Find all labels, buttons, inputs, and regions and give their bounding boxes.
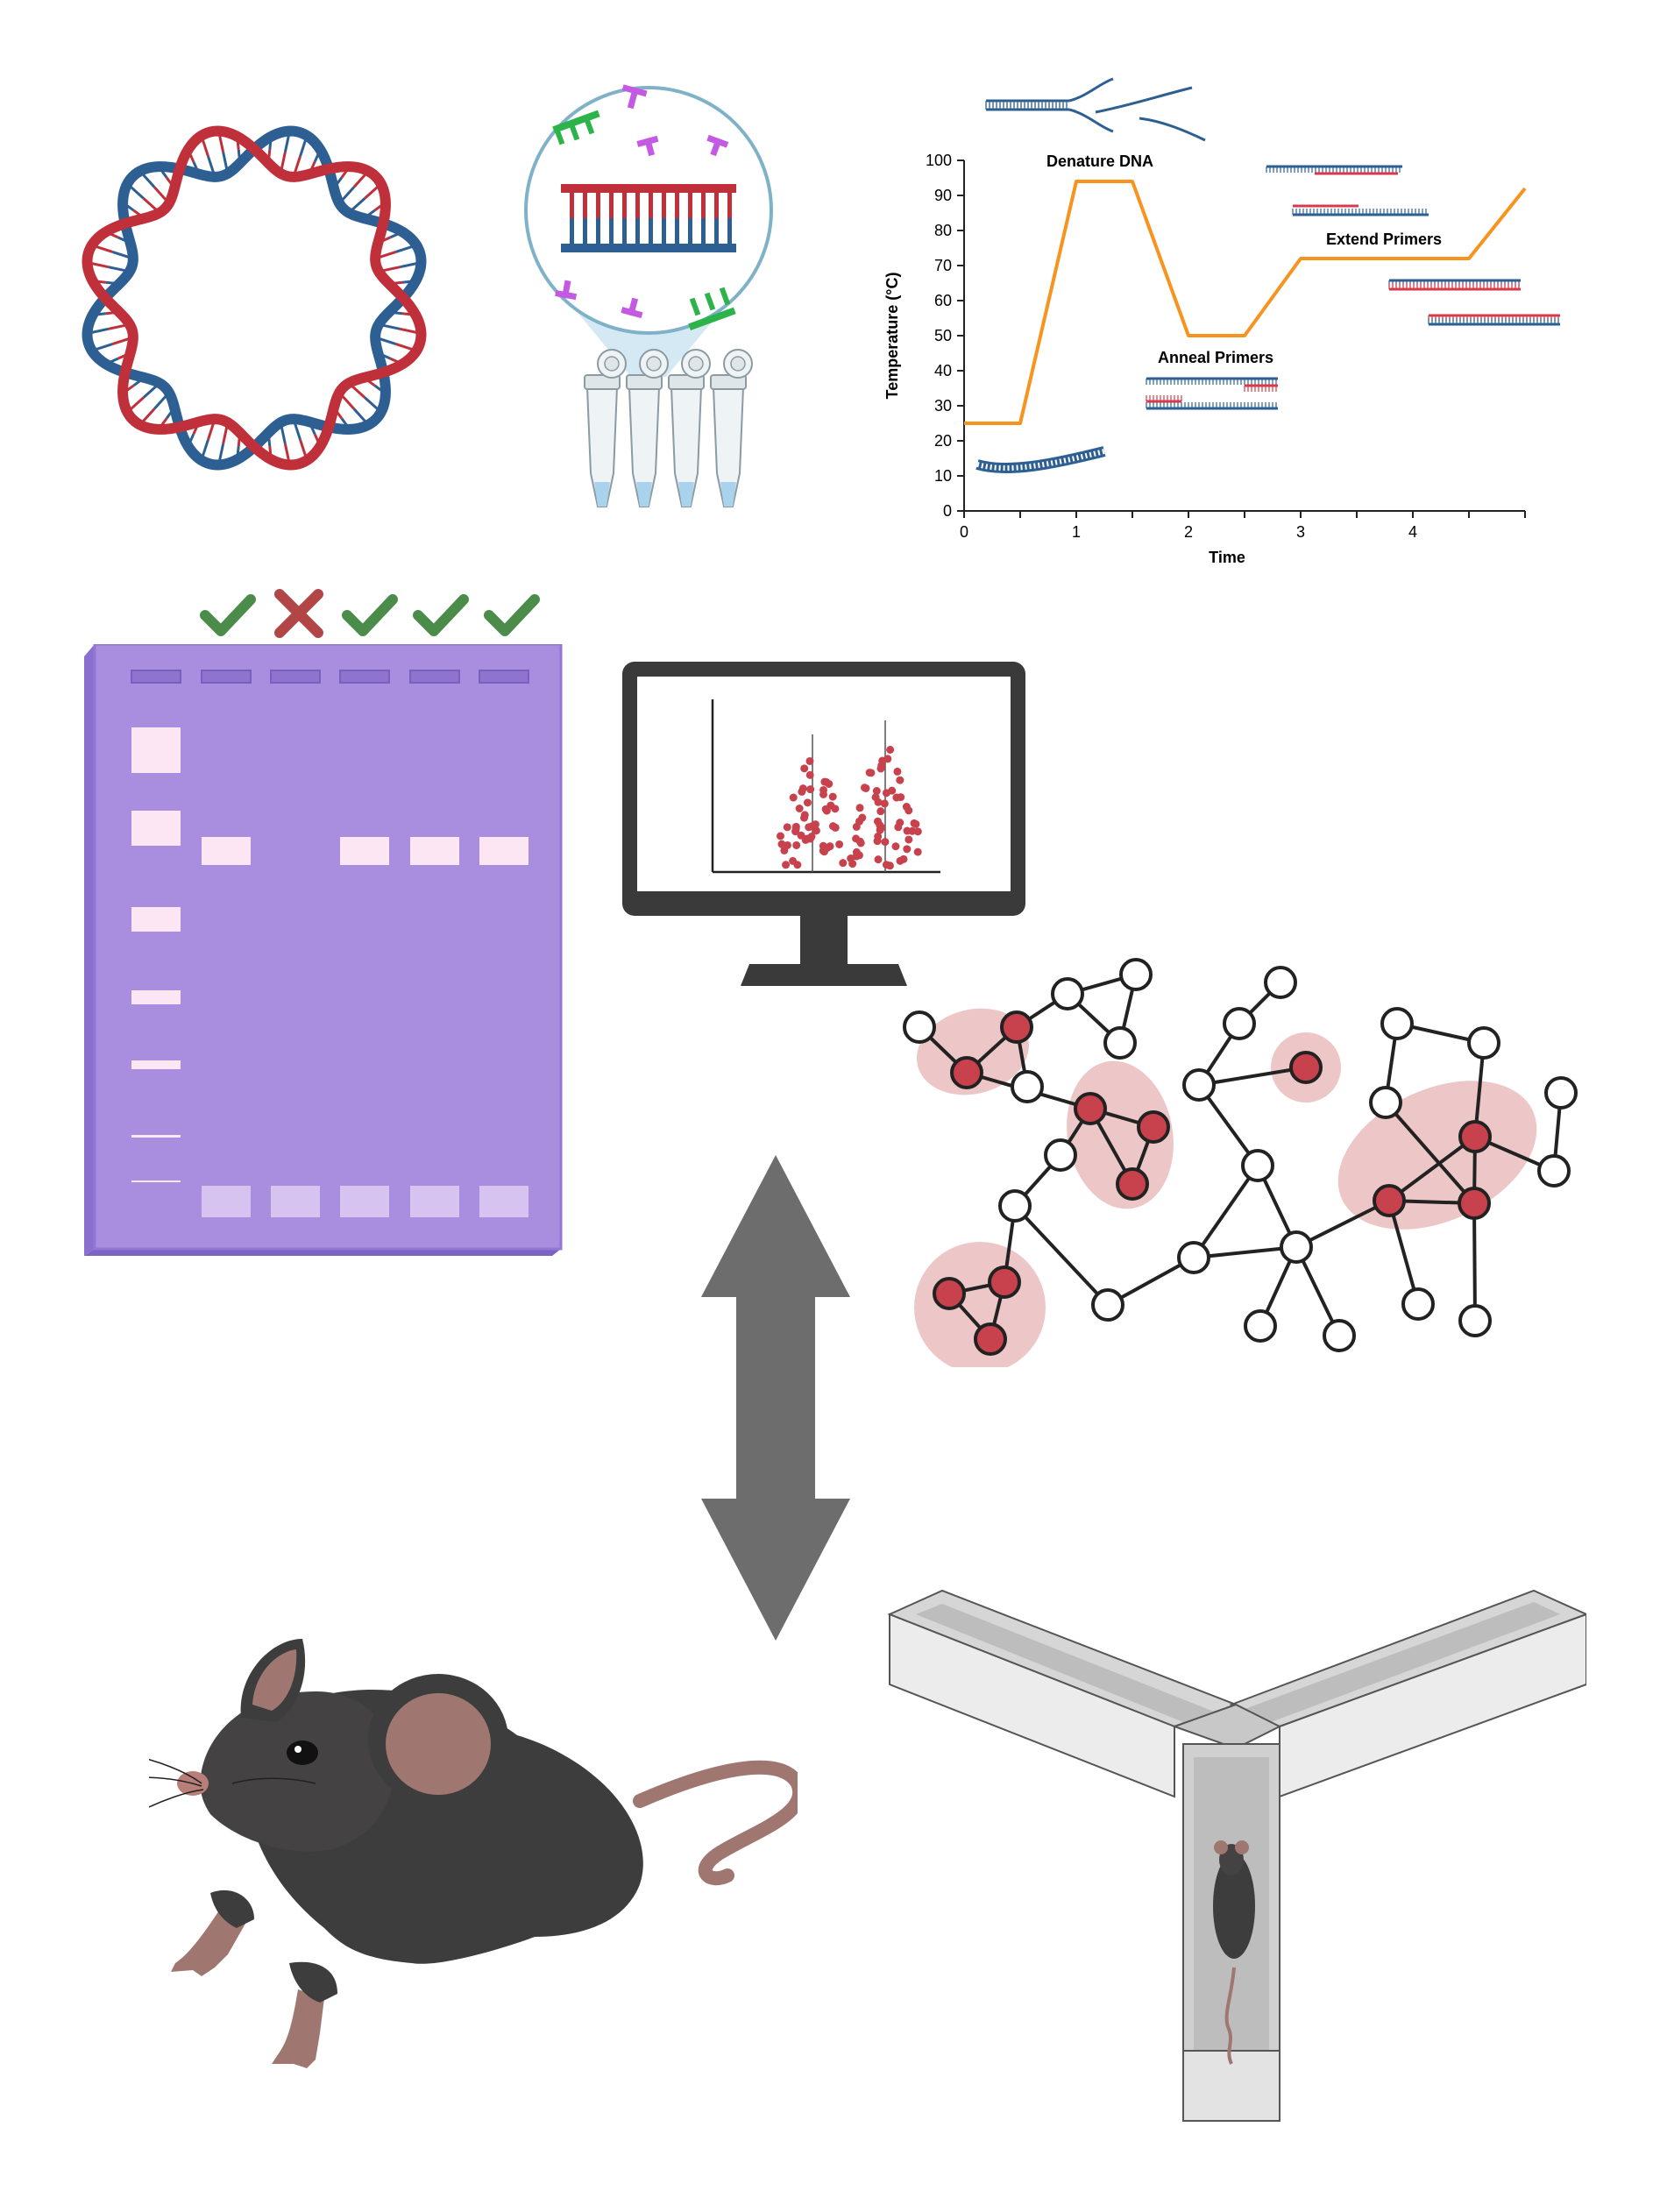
network-node (1264, 966, 1297, 999)
network-node (1401, 1287, 1435, 1321)
scatter-dots (776, 745, 922, 870)
network-node (988, 1266, 1021, 1299)
x-tick-label: 2 (1184, 523, 1193, 541)
network-node (1074, 1092, 1107, 1125)
network-node (1177, 1241, 1210, 1274)
gel-electrophoresis-icon (84, 644, 563, 1256)
y-tick-label: 100 (926, 152, 952, 169)
primer-dimer-band (271, 1186, 320, 1217)
primer-dimer-band (410, 1186, 459, 1217)
network-node (903, 1010, 936, 1044)
cross-icon (274, 589, 323, 638)
annotation-extend: Extend Primers (1326, 230, 1442, 248)
sample-band (479, 837, 529, 865)
y-tick-label: 60 (934, 292, 952, 309)
pcr-temperature-chart: 0 10 20 30 40 50 60 70 80 90 100 0 1 2 3 4 Temperature… (883, 77, 1560, 566)
annotation-anneal: Anneal Primers (1158, 349, 1273, 366)
network-node (974, 1322, 1007, 1356)
mouse-icon (149, 1639, 798, 2068)
check-icon (413, 594, 469, 636)
network-node (1289, 1051, 1323, 1084)
pcr-reaction-icon (524, 84, 773, 507)
double-arrow-icon (701, 1155, 850, 1641)
nucleotide-icon (555, 84, 729, 319)
network-node (1323, 1319, 1356, 1352)
y-tick-label: 90 (934, 187, 952, 204)
network-node (1044, 1138, 1077, 1172)
ladder-band (131, 1060, 181, 1069)
primer-dimer-band (479, 1186, 529, 1217)
network-node (1182, 1068, 1216, 1102)
ladder-band (131, 990, 181, 1004)
annotation-denature: Denature DNA (1046, 152, 1153, 170)
sample-band (410, 837, 459, 865)
x-tick-label: 0 (960, 523, 968, 541)
x-axis-label: Time (1209, 549, 1245, 566)
network-node (1116, 1167, 1149, 1201)
check-icon (342, 594, 398, 636)
network-node (1467, 1026, 1500, 1060)
y-tick-label: 80 (934, 222, 952, 239)
network-node (1373, 1184, 1406, 1217)
network-node (1103, 1026, 1137, 1060)
sample-band (202, 837, 251, 865)
y-maze-icon (887, 1589, 1586, 2122)
y-tick-label: 20 (934, 432, 952, 450)
y-axis-label: Temperature (°C) (883, 273, 901, 400)
y-tick-label: 40 (934, 362, 952, 379)
y-tick-label: 50 (934, 327, 952, 344)
network-node (933, 1277, 966, 1310)
network-node (1458, 1120, 1492, 1153)
network-node (1537, 1154, 1571, 1188)
network-node (1458, 1304, 1492, 1337)
network-node (998, 1189, 1032, 1223)
network-node (1544, 1076, 1578, 1110)
network-node (1137, 1110, 1170, 1144)
network-node (1000, 1010, 1033, 1044)
plasmid-dna-icon (82, 125, 427, 471)
monitor-icon (622, 662, 1025, 986)
network-graph-icon (903, 958, 1578, 1367)
temperature-series-line (964, 180, 1527, 425)
network-node (1091, 1288, 1124, 1322)
network-node (1458, 1187, 1491, 1220)
network-node (1241, 1149, 1274, 1182)
ladder-band (131, 727, 181, 773)
network-node (1119, 958, 1153, 991)
ladder-band (131, 907, 181, 932)
check-icon (484, 594, 540, 636)
y-tick-label: 30 (934, 397, 952, 415)
network-node (1280, 1230, 1313, 1264)
y-tick-label: 10 (934, 467, 952, 485)
network-node (1380, 1007, 1414, 1040)
network-node (1011, 1070, 1044, 1103)
sample-band (340, 837, 389, 865)
x-tick-label: 3 (1296, 523, 1305, 541)
primer-dimer-band (202, 1186, 251, 1217)
y-tick-label: 0 (943, 502, 952, 520)
lane-results (200, 589, 540, 638)
primer-green-icon (552, 110, 736, 330)
x-tick-label: 1 (1072, 523, 1081, 541)
check-icon (200, 594, 256, 636)
ladder-band (131, 1180, 181, 1182)
network-node (1369, 1086, 1402, 1119)
network-node (1223, 1007, 1256, 1040)
ladder-band (131, 1135, 181, 1138)
network-node (950, 1056, 983, 1089)
x-tick-label: 4 (1408, 523, 1417, 541)
primer-dimer-band (340, 1186, 389, 1217)
y-tick-label: 70 (934, 257, 952, 274)
ladder-band (131, 811, 181, 846)
network-node (1244, 1309, 1277, 1343)
mouse-in-maze-icon (1213, 1840, 1255, 2065)
dna-strand-icon (975, 77, 1560, 473)
network-node (1051, 977, 1084, 1010)
pcr-tubes-icon (584, 349, 753, 507)
